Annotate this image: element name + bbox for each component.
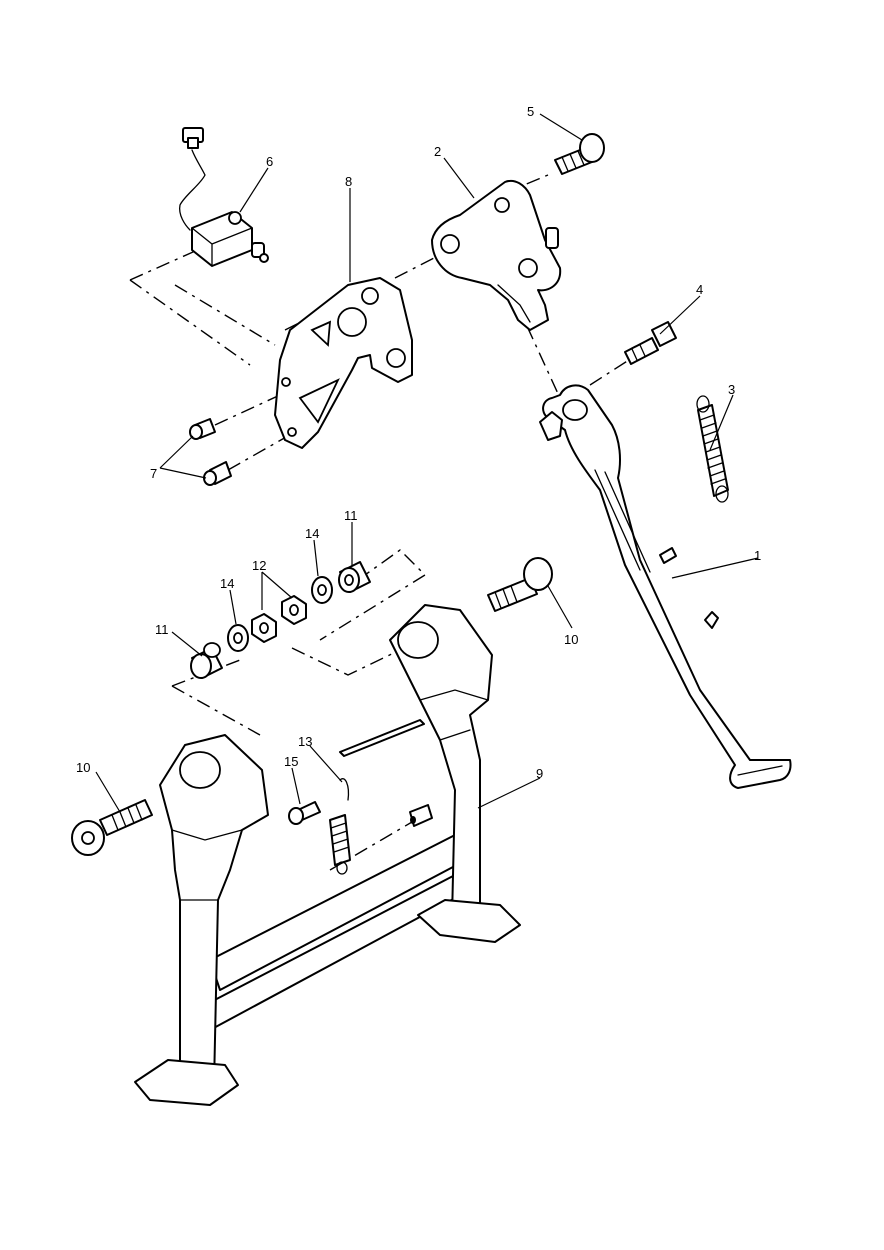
label-4: 4 — [696, 282, 703, 297]
label-11-lower: 11 — [155, 622, 169, 637]
part-9-centre-stand — [134, 604, 521, 1106]
label-10-right: 10 — [564, 632, 578, 647]
label-7: 7 — [150, 466, 157, 481]
parts-11-12-14-hardware — [190, 561, 371, 679]
label-13: 13 — [298, 734, 312, 749]
part-15-screw — [288, 801, 321, 825]
callout-labels: 1 2 3 4 5 6 7 8 9 10 10 11 11 12 13 14 1… — [76, 104, 761, 781]
leader-lines — [95, 113, 759, 813]
part-7-screws — [189, 418, 232, 486]
part-5-bolt — [554, 133, 605, 175]
part-6-sidestand-switch — [179, 127, 269, 267]
part-2-pivot-bracket — [431, 179, 562, 331]
part-8-bracket-plate — [274, 277, 413, 449]
label-1: 1 — [754, 548, 761, 563]
label-8: 8 — [345, 174, 352, 189]
part-4-bolt — [624, 321, 677, 365]
label-5: 5 — [527, 104, 534, 119]
label-10-left: 10 — [76, 760, 90, 775]
part-10-bolts — [71, 557, 553, 856]
label-2: 2 — [434, 144, 441, 159]
label-14-upper: 14 — [305, 526, 319, 541]
part-13-spring — [329, 778, 351, 875]
part-1-side-stand — [539, 384, 792, 789]
label-14-lower: 14 — [220, 576, 234, 591]
label-12: 12 — [252, 558, 266, 573]
part-3-spring — [696, 395, 729, 503]
label-6: 6 — [266, 154, 273, 169]
label-15: 15 — [284, 754, 298, 769]
label-11-upper: 11 — [344, 508, 358, 523]
label-9: 9 — [536, 766, 543, 781]
assembly-lines — [129, 174, 633, 871]
label-3: 3 — [728, 382, 735, 397]
